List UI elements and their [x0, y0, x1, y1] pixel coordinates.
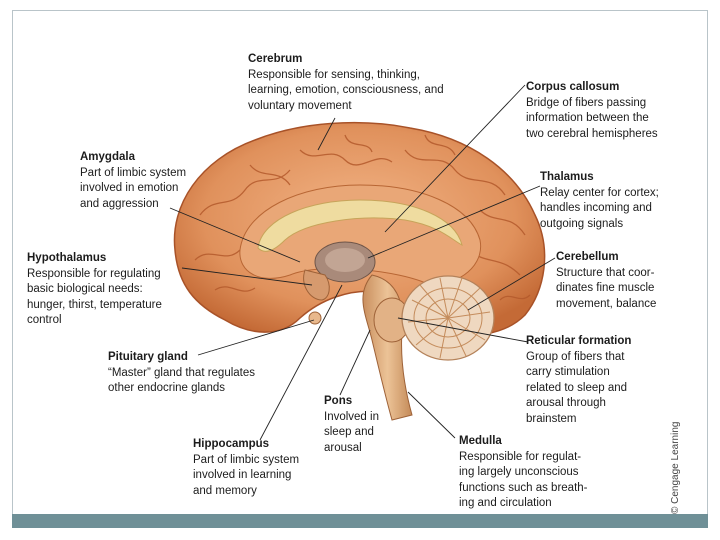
amygdala-title: Amygdala	[80, 151, 135, 163]
hippocampus-label: Hippocampus Part of limbic system involv…	[193, 437, 343, 499]
cerebellum-label: Cerebellum Structure that coor- dinates …	[556, 250, 701, 312]
corpus-callosum-desc: Bridge of fibers passing information bet…	[526, 96, 658, 140]
pituitary-title: Pituitary gland	[108, 351, 188, 363]
cerebellum-folia	[407, 277, 491, 359]
pons-label: Pons Involved in sleep and arousal	[324, 394, 414, 456]
corpus-callosum-title: Corpus callosum	[526, 81, 620, 93]
cerebellum-desc: Structure that coor- dinates fine muscle…	[556, 266, 657, 310]
hippocampus-title: Hippocampus	[193, 438, 270, 450]
corpus-callosum-shape	[257, 199, 463, 252]
hippocampus-desc: Part of limbic system involved in learni…	[193, 453, 300, 497]
thalamus-label: Thalamus Relay center for cortex; handle…	[540, 170, 700, 232]
amygdala-desc: Part of limbic system involved in emotio…	[80, 166, 187, 210]
pons-desc: Involved in sleep and arousal	[324, 410, 379, 454]
thalamus-desc: Relay center for cortex; handles incomin…	[540, 186, 659, 230]
medulla-label: Medulla Responsible for regulat- ing lar…	[459, 434, 624, 512]
hypothalamus-label: Hypothalamus Responsible for regulating …	[27, 251, 197, 329]
medulla-title: Medulla	[459, 435, 502, 447]
reticular-formation-desc: Group of fibers that carry stimulation r…	[526, 350, 628, 425]
credit-watermark: © Cengage Learning	[668, 412, 682, 516]
hypothalamus-shape	[303, 269, 330, 301]
leader-lines	[169, 84, 556, 441]
cerebrum-title: Cerebrum	[248, 53, 303, 65]
thalamus-title: Thalamus	[540, 171, 594, 183]
corpus-callosum-label: Corpus callosum Bridge of fibers passing…	[526, 80, 696, 142]
medulla-desc: Responsible for regulat- ing largely unc…	[459, 450, 588, 510]
cerebrum-label: Cerebrum Responsible for sensing, thinki…	[248, 52, 488, 114]
cerebrum-desc: Responsible for sensing, thinking, learn…	[248, 68, 444, 112]
amygdala-label: Amygdala Part of limbic system involved …	[80, 150, 230, 212]
hypothalamus-title: Hypothalamus	[27, 252, 107, 264]
pituitary-desc: “Master” gland that regulates other endo…	[108, 366, 256, 395]
footer-bar	[12, 514, 708, 528]
hypothalamus-desc: Responsible for regulating basic biologi…	[27, 267, 162, 327]
reticular-formation-title: Reticular formation	[526, 335, 632, 347]
pons-title: Pons	[324, 395, 353, 407]
reticular-formation-label: Reticular formation Group of fibers that…	[526, 334, 666, 427]
credit-text: © Cengage Learning	[670, 421, 681, 514]
pituitary-label: Pituitary gland “Master” gland that regu…	[108, 350, 308, 397]
cerebellum-title: Cerebellum	[556, 251, 619, 263]
pituitary-shape	[308, 311, 322, 325]
